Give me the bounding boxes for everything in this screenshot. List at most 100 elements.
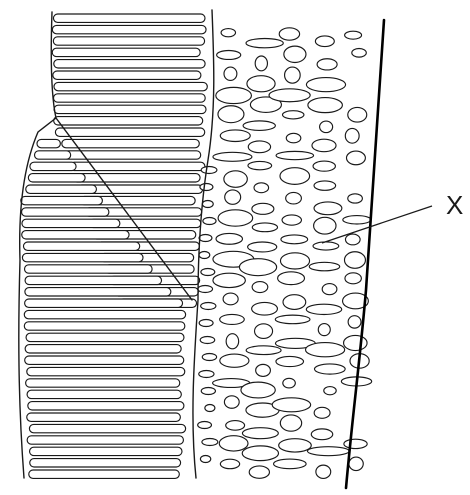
oval-cell bbox=[305, 303, 343, 316]
oval-cell bbox=[313, 363, 346, 375]
elongated-cell bbox=[52, 36, 206, 46]
oval-cell bbox=[215, 232, 244, 245]
elongated-cell bbox=[52, 93, 206, 103]
elongated-cell bbox=[26, 435, 185, 445]
small-cell bbox=[198, 318, 214, 328]
oval-cell bbox=[343, 438, 368, 450]
oval-cell bbox=[313, 216, 337, 235]
oval-cell bbox=[278, 438, 312, 453]
small-cell bbox=[198, 233, 213, 243]
oval-cell bbox=[274, 314, 311, 325]
small-cell bbox=[201, 199, 214, 209]
tall-cells-layer bbox=[20, 13, 208, 479]
elongated-cell bbox=[61, 138, 200, 149]
oval-cell bbox=[314, 35, 335, 48]
elongated-cell bbox=[23, 321, 186, 331]
small-cell bbox=[200, 386, 217, 396]
elongated-cell bbox=[26, 366, 186, 377]
oval-cell bbox=[254, 55, 269, 72]
oval-cell bbox=[248, 465, 271, 479]
oval-cell bbox=[347, 193, 363, 204]
oval-cell bbox=[240, 381, 276, 399]
oval-cell bbox=[306, 446, 350, 457]
oval-cell bbox=[281, 110, 305, 120]
elongated-cell bbox=[28, 469, 180, 479]
oval-cell bbox=[344, 233, 361, 246]
oval-cell bbox=[219, 353, 250, 368]
oval-cell bbox=[253, 182, 270, 194]
elongated-cell bbox=[54, 127, 206, 137]
oval-cell bbox=[223, 66, 238, 82]
oval-cell bbox=[313, 201, 343, 216]
oval-cell bbox=[217, 209, 254, 227]
oval-cell bbox=[219, 313, 245, 326]
oval-cell bbox=[251, 281, 269, 294]
small-cell bbox=[200, 267, 216, 277]
oval-cell bbox=[275, 150, 315, 161]
elongated-cell bbox=[21, 218, 121, 229]
oval-cell bbox=[308, 261, 341, 272]
oval-cell bbox=[242, 120, 276, 131]
oval-cell bbox=[241, 427, 279, 440]
elongated-cell bbox=[21, 230, 130, 240]
oval-cell bbox=[271, 397, 312, 413]
oval-cell bbox=[342, 214, 372, 225]
oval-cell bbox=[279, 167, 311, 185]
left-boundary bbox=[18, 11, 57, 479]
small-cell bbox=[199, 454, 212, 464]
oval-cell bbox=[344, 127, 360, 144]
oval-cell bbox=[223, 395, 240, 409]
elongated-cell bbox=[22, 241, 141, 251]
label-x: X bbox=[446, 190, 463, 220]
elongated-cell bbox=[24, 275, 163, 286]
oval-cell bbox=[347, 315, 362, 329]
oval-cell bbox=[220, 28, 237, 38]
oval-cell bbox=[285, 132, 302, 144]
oval-cell bbox=[277, 271, 306, 286]
oval-cell bbox=[241, 445, 280, 462]
oval-cell bbox=[212, 272, 246, 289]
elongated-cell bbox=[51, 47, 201, 58]
elongated-cell bbox=[28, 423, 187, 434]
elongated-cell bbox=[36, 138, 61, 149]
oval-cell bbox=[251, 202, 275, 215]
oval-cell bbox=[310, 428, 334, 441]
small-cell bbox=[197, 284, 214, 294]
oval-cell bbox=[317, 322, 331, 337]
oval-cell bbox=[341, 292, 369, 310]
oval-cell bbox=[344, 30, 363, 40]
oval-cell bbox=[253, 323, 274, 339]
oval-cell bbox=[281, 214, 303, 226]
elongated-cell bbox=[23, 264, 153, 274]
oval-cells-layer bbox=[197, 27, 373, 480]
oval-cell bbox=[215, 86, 253, 105]
elongated-cell bbox=[27, 173, 86, 183]
elongated-cell bbox=[25, 184, 97, 194]
oval-cell bbox=[313, 406, 331, 419]
oval-cell bbox=[249, 96, 283, 113]
elongated-cell bbox=[21, 252, 144, 263]
elongated-cell bbox=[26, 412, 181, 422]
elongated-cell bbox=[51, 24, 207, 35]
elongated-cell bbox=[24, 287, 172, 297]
oval-cell bbox=[315, 464, 332, 480]
oval-cell bbox=[268, 88, 311, 103]
oval-cell bbox=[345, 150, 366, 166]
elongated-cell bbox=[20, 195, 103, 206]
oval-cell bbox=[282, 377, 296, 389]
oval-cell bbox=[307, 97, 343, 114]
oval-cell bbox=[278, 27, 301, 41]
oval-cell bbox=[313, 180, 337, 191]
oval-cell bbox=[218, 435, 249, 452]
oblique-boundary bbox=[55, 117, 193, 301]
oval-cell bbox=[251, 222, 279, 233]
oval-cell bbox=[312, 241, 340, 251]
elongated-cell bbox=[27, 401, 185, 411]
oval-cell bbox=[319, 120, 334, 134]
small-cell bbox=[198, 250, 211, 260]
oval-cell bbox=[222, 292, 239, 306]
oval-cell bbox=[312, 160, 336, 172]
elongated-cell bbox=[53, 104, 207, 115]
oval-cell bbox=[247, 241, 278, 253]
elongated-cell bbox=[20, 207, 110, 217]
